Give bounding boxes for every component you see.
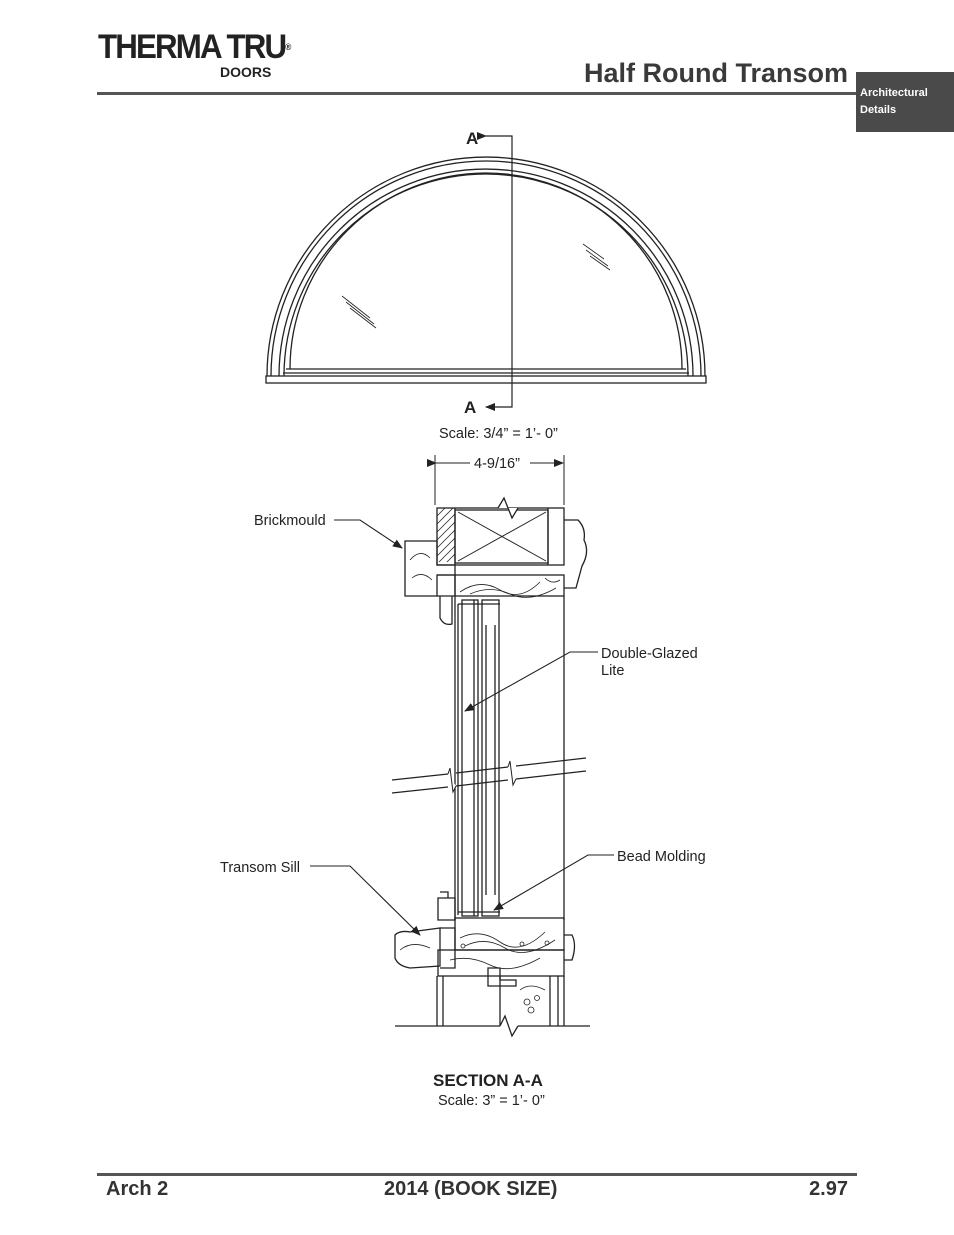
lite-leader <box>464 651 598 712</box>
section-tab-line-1: Architectural <box>860 87 928 99</box>
transom-sill-label: Transom Sill <box>220 860 300 876</box>
section-cut-line <box>477 132 513 411</box>
wood-grain-top <box>409 553 561 598</box>
header-divider <box>97 92 856 95</box>
footer-center: 2014 (BOOK SIZE) <box>384 1178 558 1200</box>
section-mark-bottom: A <box>464 398 476 417</box>
registered-mark: ® <box>285 42 291 52</box>
glass-reflection-left <box>341 295 377 329</box>
logo-text: THERMA TRU <box>98 28 287 66</box>
arch-line-4 <box>283 173 689 377</box>
therma-tru-logo: THERMA TRU® DOORS <box>98 28 306 80</box>
transom-elevation <box>265 132 707 411</box>
dimension-label: 4-9/16” <box>474 456 520 472</box>
page-title: Half Round Transom <box>583 58 848 88</box>
logo-wordmark: THERMA TRU® <box>98 28 291 66</box>
logo-subtext: DOORS <box>220 64 272 80</box>
section-tab[interactable]: Architectural Details <box>856 72 954 132</box>
bead-leader <box>493 854 614 911</box>
section-detail <box>391 496 590 1038</box>
bead-molding-label: Bead Molding <box>617 849 706 865</box>
sill-leader <box>310 865 421 936</box>
wood-grain-sill <box>399 931 556 970</box>
outer-arch <box>266 156 706 377</box>
arch-line-3 <box>278 168 694 377</box>
page-number: 2.97 <box>809 1178 848 1200</box>
lite-label-line-2: Lite <box>601 663 624 679</box>
glass-arch <box>289 172 683 370</box>
dimension-line <box>427 455 565 505</box>
glass-reflection-right <box>582 243 611 271</box>
leader-lines <box>310 519 614 936</box>
footer-left: Arch 2 <box>106 1178 169 1200</box>
section-mark-top: A <box>466 129 478 148</box>
elevation-sill <box>265 375 707 384</box>
header-hatch <box>436 507 456 563</box>
section-title: SECTION A-A <box>433 1071 543 1090</box>
lite-label-line-1: Double-Glazed <box>601 646 698 662</box>
section-scale: Scale: 3” = 1’- 0” <box>438 1093 545 1109</box>
lower-detail <box>519 985 546 1014</box>
brickmould-label: Brickmould <box>254 513 326 529</box>
footer-divider <box>97 1173 857 1176</box>
elevation-scale: Scale: 3/4” = 1’- 0” <box>439 426 558 442</box>
brickmould-leader <box>334 519 403 549</box>
section-tab-line-2: Details <box>860 104 897 116</box>
arch-line-2 <box>270 160 702 377</box>
